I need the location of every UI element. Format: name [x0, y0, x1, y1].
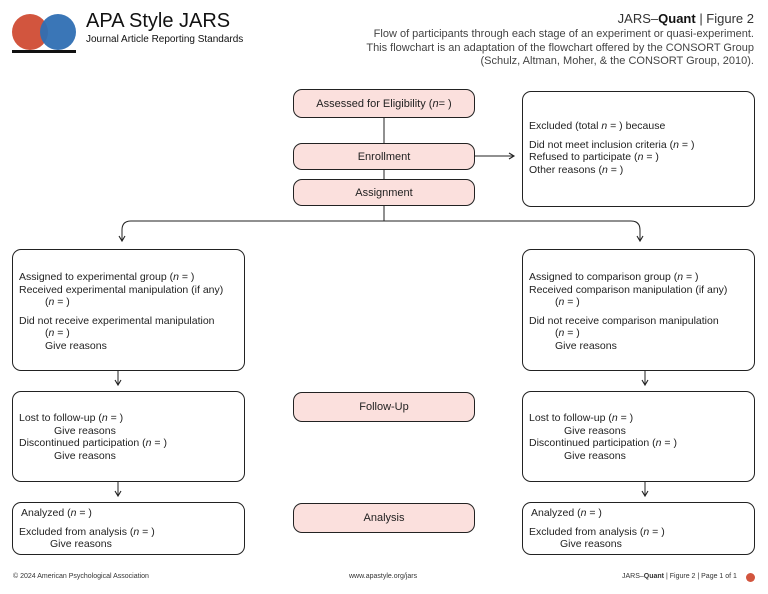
comp-followup-box: Lost to follow-up (n = ) Give reasons Di…: [522, 391, 755, 482]
figure-description-line: This flowchart is an adaptation of the f…: [366, 41, 754, 54]
experimental-group-box: Assigned to experimental group (n = ) Re…: [12, 249, 245, 371]
logo-underline: [12, 50, 76, 53]
excluded-refused: Refused to participate (n = ): [529, 151, 659, 164]
footer-copyright: © 2024 American Psychological Associatio…: [13, 573, 149, 580]
connector-split-branches: [121, 220, 641, 241]
comp-did-not-receive: Did not receive comparison manipulation: [529, 314, 719, 327]
logo-blue-circle: [40, 14, 76, 50]
footer-page-info: JARS–Quant | Figure 2 | Page 1 of 1: [622, 573, 737, 580]
exp-did-not-receive: Did not receive experimental manipulatio…: [19, 314, 215, 327]
exp-analyzed: Analyzed (n = ): [21, 507, 92, 519]
comp-lost-reasons: Give reasons: [564, 424, 626, 437]
exp-did-not-receive-n: (n = ): [45, 327, 70, 340]
stage-follow-up: Follow-Up: [293, 392, 475, 422]
figure-description-line: Flow of participants through each stage …: [373, 28, 754, 40]
stage-eligibility: Assessed for Eligibility (n = ): [293, 89, 475, 118]
excluded-box: Excluded (total n = ) because Did not me…: [522, 91, 755, 207]
comp-received: Received comparison manipulation (if any…: [529, 283, 728, 296]
footer-logo-mark: [746, 573, 755, 582]
figure-description: Flow of participants through each stage …: [366, 28, 754, 69]
exp-analysis-box: Analyzed (n = ) Excluded from analysis (…: [12, 502, 245, 555]
exp-received-n: (n = ): [45, 296, 70, 309]
comp-analyzed: Analyzed (n = ): [531, 507, 602, 519]
comp-assigned: Assigned to comparison group (n = ): [529, 271, 699, 283]
comparison-group-box: Assigned to comparison group (n = ) Rece…: [522, 249, 755, 371]
excluded-total: Excluded (total n = ) because: [529, 120, 666, 132]
comp-discontinued-reasons: Give reasons: [564, 449, 626, 462]
stage-enrollment: Enrollment: [293, 143, 475, 170]
comp-received-n: (n = ): [555, 296, 580, 309]
stage-analysis: Analysis: [293, 503, 475, 533]
comp-analysis-reasons: Give reasons: [560, 538, 622, 551]
excluded-other: Other reasons (n = ): [529, 163, 624, 176]
exp-received: Received experimental manipulation (if a…: [19, 283, 224, 296]
exp-followup-box: Lost to follow-up (n = ) Give reasons Di…: [12, 391, 245, 482]
comp-lost-followup: Lost to follow-up (n = ): [529, 412, 634, 424]
exp-analysis-reasons: Give reasons: [50, 538, 112, 551]
exp-discontinued: Discontinued participation (n = ): [19, 437, 167, 450]
excluded-inclusion-criteria: Did not meet inclusion criteria (n = ): [529, 138, 695, 151]
comp-discontinued: Discontinued participation (n = ): [529, 437, 677, 450]
exp-discontinued-reasons: Give reasons: [54, 449, 116, 462]
comp-give-reasons: Give reasons: [555, 339, 617, 352]
figure-title: JARS–Quant | Figure 2: [617, 11, 754, 26]
exp-lost-followup: Lost to follow-up (n = ): [19, 412, 124, 424]
comp-excluded-analysis: Excluded from analysis (n = ): [529, 525, 665, 538]
exp-excluded-analysis: Excluded from analysis (n = ): [19, 525, 155, 538]
exp-lost-reasons: Give reasons: [54, 424, 116, 437]
figure-description-line: (Schulz, Altman, Moher, & the CONSORT Gr…: [480, 55, 755, 67]
brand-subtitle: Journal Article Reporting Standards: [86, 34, 244, 45]
stage-assignment: Assignment: [293, 179, 475, 206]
footer-url[interactable]: www.apastyle.org/jars: [349, 573, 418, 580]
exp-give-reasons: Give reasons: [45, 339, 107, 352]
comp-analysis-box: Analyzed (n = ) Excluded from analysis (…: [522, 502, 755, 555]
brand-title: APA Style JARS: [86, 10, 231, 32]
comp-did-not-receive-n: (n = ): [555, 327, 580, 340]
exp-assigned: Assigned to experimental group (n = ): [19, 271, 195, 283]
